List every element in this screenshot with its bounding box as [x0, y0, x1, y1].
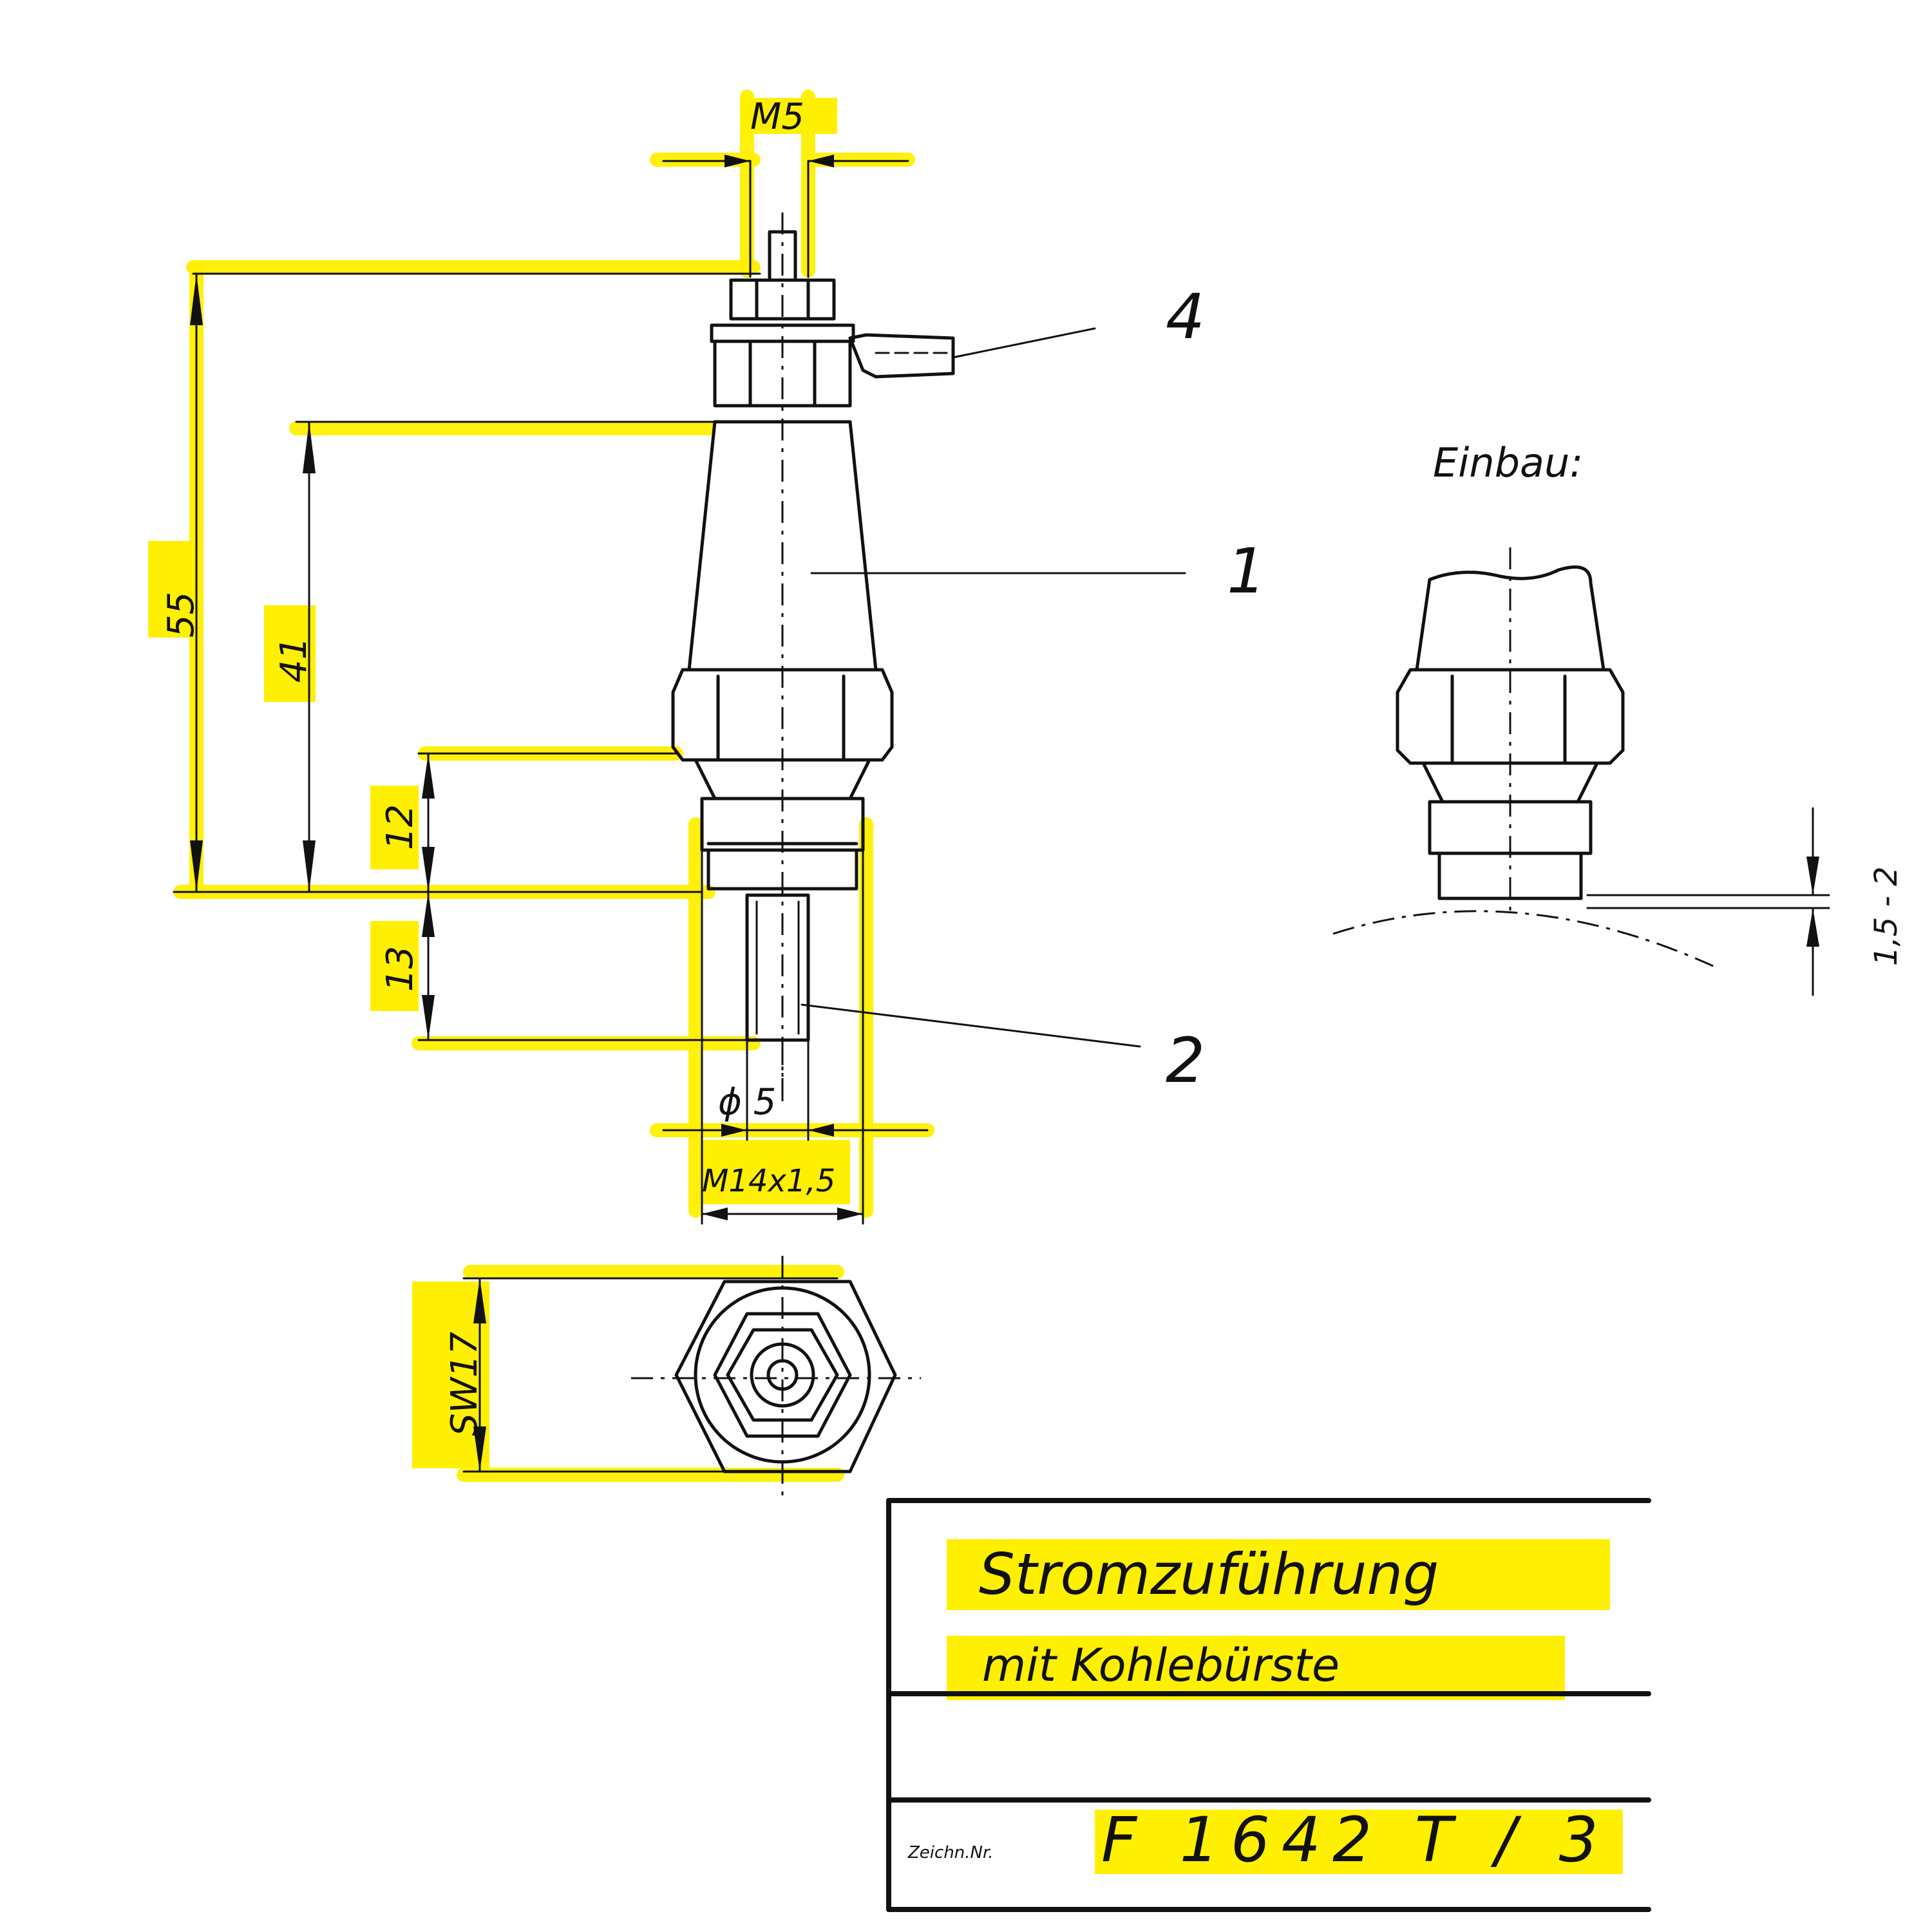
dim-gap: 1,5 - 2 [1868, 866, 1904, 966]
install-label: Einbau: [1433, 439, 1583, 486]
dim-m5: M5 [750, 96, 804, 138]
dim-55: 55 [160, 592, 202, 638]
hex-nut [671, 668, 894, 762]
outer-hexagon [674, 1280, 897, 1473]
highlight-layer [148, 90, 1623, 1874]
main-part-side-view [671, 213, 1186, 1101]
hex-top-view [631, 1256, 921, 1501]
dim-m14: M14x1,5 [702, 1163, 835, 1199]
installation-view [1332, 547, 1830, 996]
position-1: 1 [1227, 535, 1266, 607]
dimension-lines [173, 155, 929, 1473]
drawing-number-label: Zeichn.Nr. [907, 1843, 994, 1862]
subtitle-text: mit Kohlebürste [982, 1639, 1340, 1692]
top-nut [729, 278, 836, 321]
carbon-brush [745, 893, 810, 1042]
drawing-number: F 1642 T / 3 [1101, 1804, 1610, 1876]
title-block [886, 1498, 1651, 1912]
dim-41: 41 [273, 637, 315, 683]
dim-sw17: SW17 [444, 1331, 486, 1436]
dim-12: 12 [379, 804, 421, 850]
position-4: 4 [1166, 281, 1205, 353]
contact-nut [713, 339, 852, 408]
dim-phi5: ϕ 5 [718, 1081, 776, 1123]
dim-13: 13 [379, 946, 421, 992]
cable-lug [848, 333, 955, 379]
title-text: Stromzuführung [979, 1541, 1439, 1607]
position-2: 2 [1166, 1025, 1205, 1097]
